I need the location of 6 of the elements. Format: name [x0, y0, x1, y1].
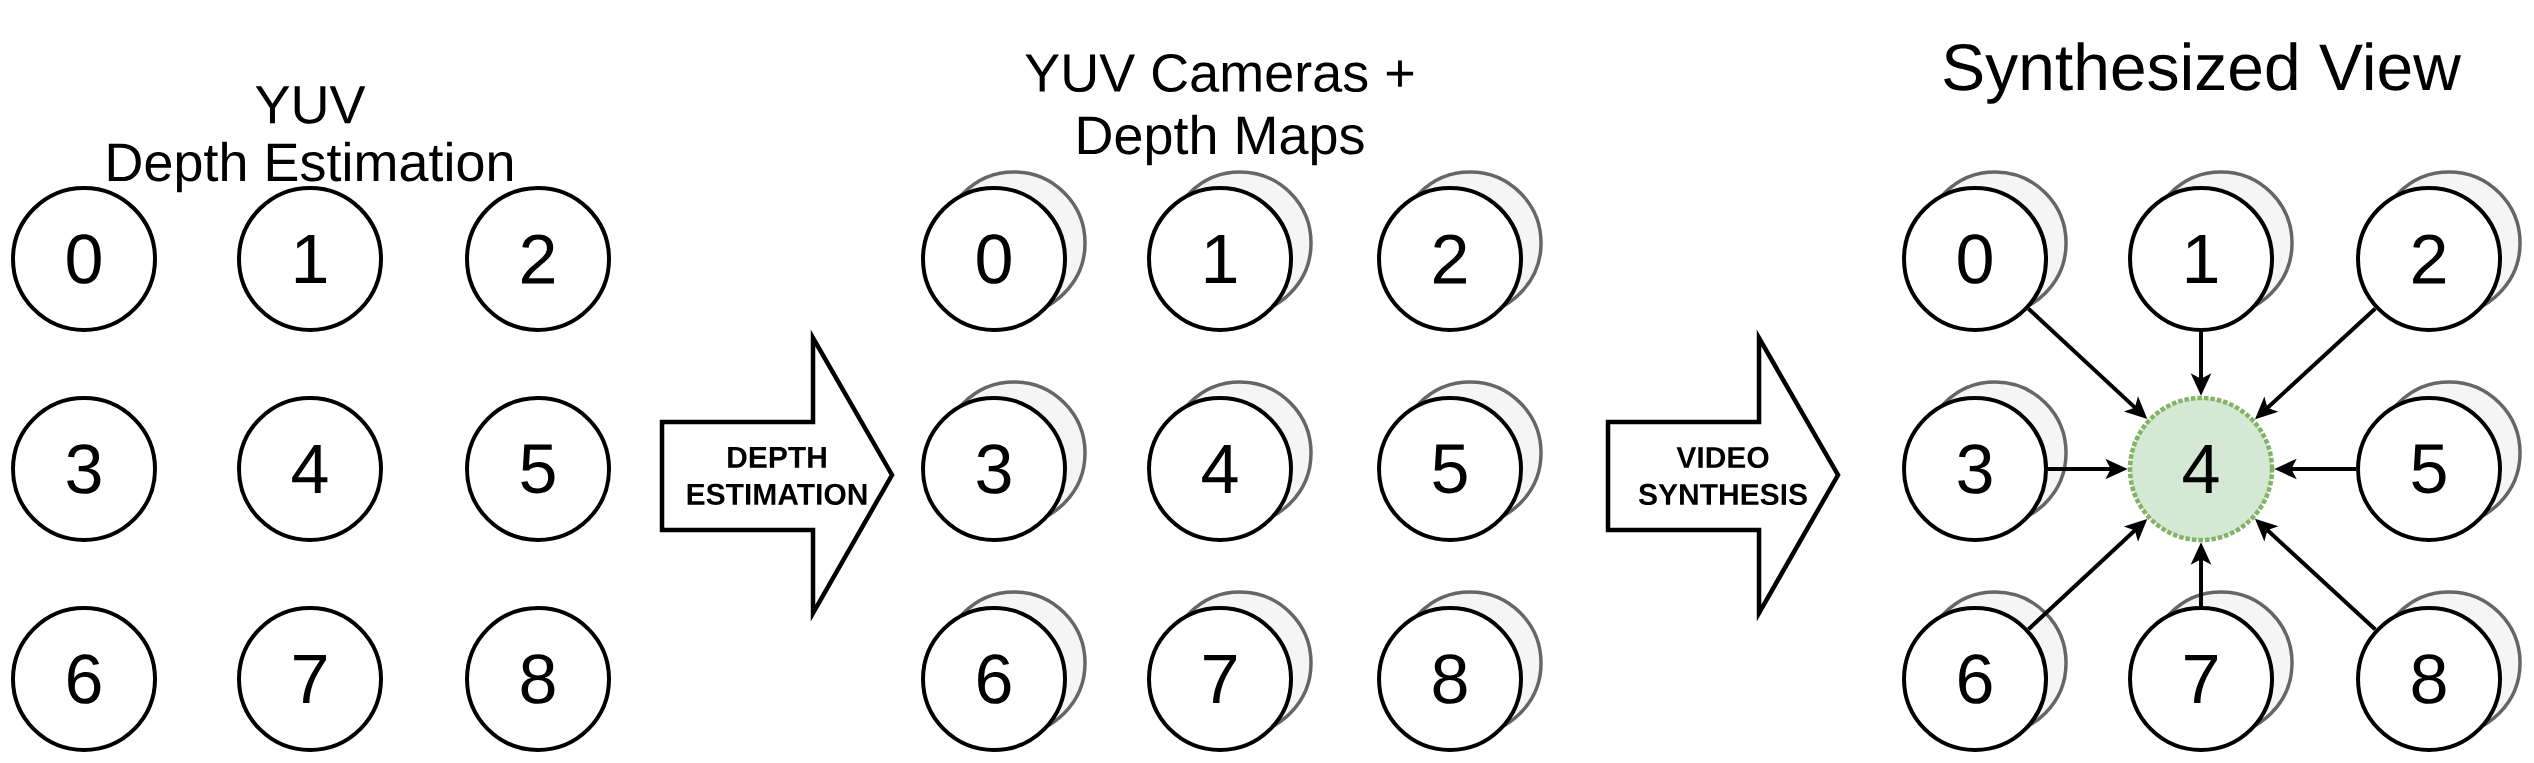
- node-label: 6: [1959, 654, 1992, 704]
- group-title: YUV: [255, 86, 366, 124]
- group-title: Depth Maps: [1078, 114, 1364, 166]
- view-title: Synthesized View: [1944, 42, 2461, 104]
- node-label: 5: [2412, 444, 2446, 494]
- group-title: YUV Cameras +: [1025, 53, 1414, 93]
